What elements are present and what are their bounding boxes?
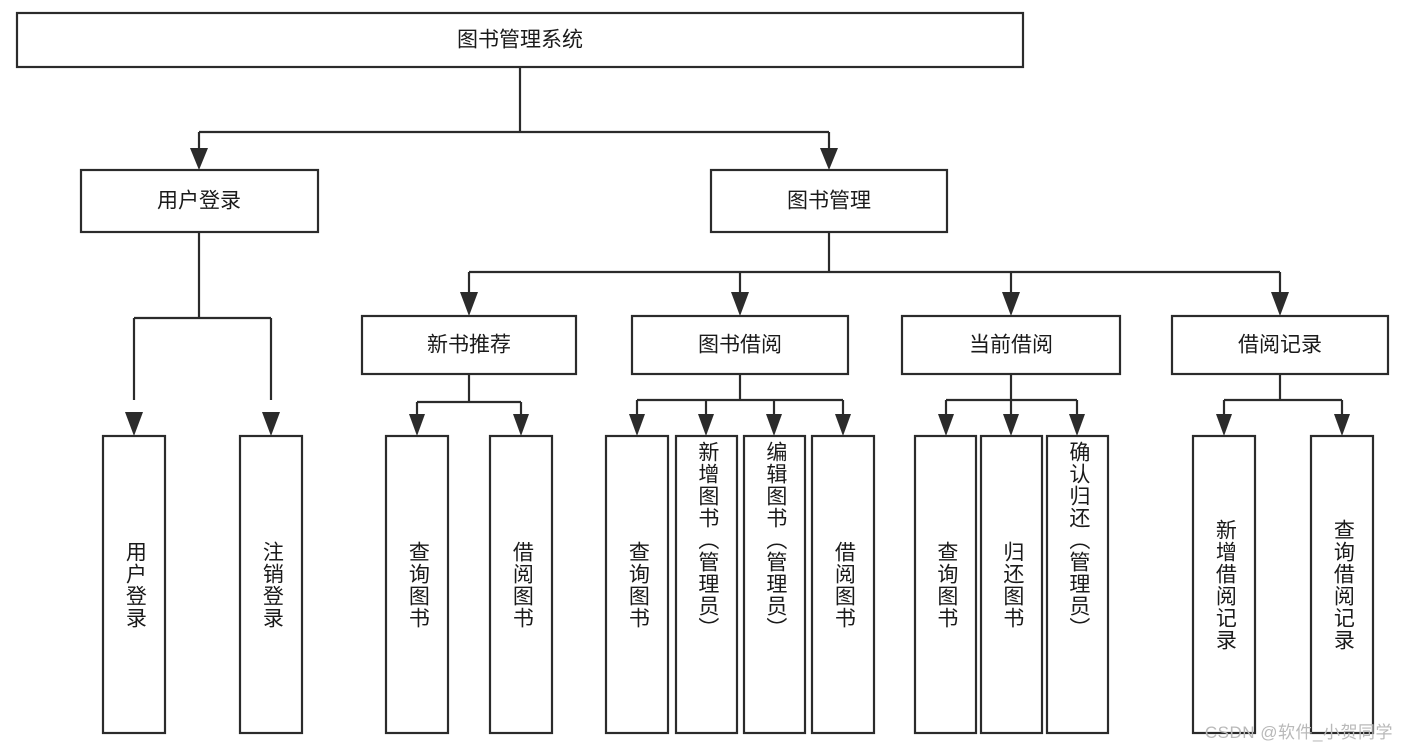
arrow-to-current-borrow bbox=[1002, 292, 1020, 316]
arrow-to-leaf-new-book-1 bbox=[409, 414, 425, 436]
leaf-box-book-borrow-4[interactable] bbox=[810, 434, 876, 735]
leaf-box-book-borrow-3[interactable] bbox=[742, 434, 807, 735]
node-current-borrow-label: 当前借阅 bbox=[969, 334, 1053, 357]
arrow-to-leaf-book-borrow-4 bbox=[835, 414, 851, 436]
node-new-book-recommend-label: 新书推荐 bbox=[427, 334, 511, 357]
node-root-label: 图书管理系统 bbox=[457, 29, 583, 52]
node-book-borrow[interactable]: 图书借阅 bbox=[630, 314, 850, 376]
node-borrow-record[interactable]: 借阅记录 bbox=[1170, 314, 1390, 376]
leaf-box-current-borrow-2[interactable] bbox=[979, 434, 1044, 735]
arrow-to-user-login bbox=[190, 148, 208, 170]
node-root-box[interactable] bbox=[15, 11, 1025, 69]
arrow-to-leaf-book-borrow-1 bbox=[629, 414, 645, 436]
leaf-box-borrow-record-1[interactable] bbox=[1191, 434, 1257, 735]
arrow-to-book-mgmt bbox=[820, 148, 838, 170]
leaf-box-current-borrow-1[interactable] bbox=[913, 434, 978, 735]
node-user-login-label: 用户登录 bbox=[157, 190, 241, 213]
arrow-to-leaf-user-login-1 bbox=[125, 412, 143, 436]
arrow-to-leaf-book-borrow-3 bbox=[766, 414, 782, 436]
arrow-to-book-borrow bbox=[731, 292, 749, 316]
node-book-management-box[interactable] bbox=[709, 168, 949, 234]
node-current-borrow[interactable]: 当前借阅 bbox=[900, 314, 1122, 376]
watermark-text: CSDN @软件_小贺同学 bbox=[1204, 723, 1393, 742]
node-book-borrow-label: 图书借阅 bbox=[698, 334, 782, 357]
node-borrow-record-label: 借阅记录 bbox=[1238, 334, 1322, 357]
arrow-to-leaf-borrow-record-2 bbox=[1334, 414, 1350, 436]
node-user-login[interactable]: 用户登录 bbox=[79, 168, 320, 234]
arrow-to-leaf-borrow-record-1 bbox=[1216, 414, 1232, 436]
arrow-to-leaf-current-borrow-3 bbox=[1069, 414, 1085, 436]
node-book-borrow-box[interactable] bbox=[630, 314, 850, 376]
arrow-to-new-book bbox=[460, 292, 478, 316]
leaf-box-new-book-1[interactable] bbox=[384, 434, 450, 735]
leaf-box-book-borrow-1[interactable] bbox=[604, 434, 670, 735]
arrow-to-leaf-book-borrow-2 bbox=[698, 414, 714, 436]
node-book-management-label: 图书管理 bbox=[787, 190, 871, 213]
node-user-login-box[interactable] bbox=[79, 168, 320, 234]
leaf-box-new-book-2[interactable] bbox=[488, 434, 554, 735]
node-current-borrow-box[interactable] bbox=[900, 314, 1122, 376]
node-root[interactable]: 图书管理系统 bbox=[15, 11, 1025, 69]
leaf-box-borrow-record-2[interactable] bbox=[1309, 434, 1375, 735]
arrow-to-leaf-current-borrow-1 bbox=[938, 414, 954, 436]
leaf-box-book-borrow-2[interactable] bbox=[674, 434, 739, 735]
node-book-management[interactable]: 图书管理 bbox=[709, 168, 949, 234]
node-borrow-record-box[interactable] bbox=[1170, 314, 1390, 376]
leaf-box-user-login-1[interactable] bbox=[101, 434, 167, 735]
arrowheads bbox=[125, 148, 1350, 436]
node-new-book-recommend[interactable]: 新书推荐 bbox=[360, 314, 578, 376]
leaf-box-current-borrow-3[interactable] bbox=[1045, 434, 1110, 735]
leaf-box-user-login-2[interactable] bbox=[238, 434, 304, 735]
arrow-to-leaf-user-login-2 bbox=[262, 412, 280, 436]
leaf-boxes bbox=[101, 434, 1375, 735]
arrow-to-borrow-record bbox=[1271, 292, 1289, 316]
arrow-to-leaf-new-book-2 bbox=[513, 414, 529, 436]
arrow-to-leaf-current-borrow-2 bbox=[1003, 414, 1019, 436]
node-new-book-recommend-box[interactable] bbox=[360, 314, 578, 376]
